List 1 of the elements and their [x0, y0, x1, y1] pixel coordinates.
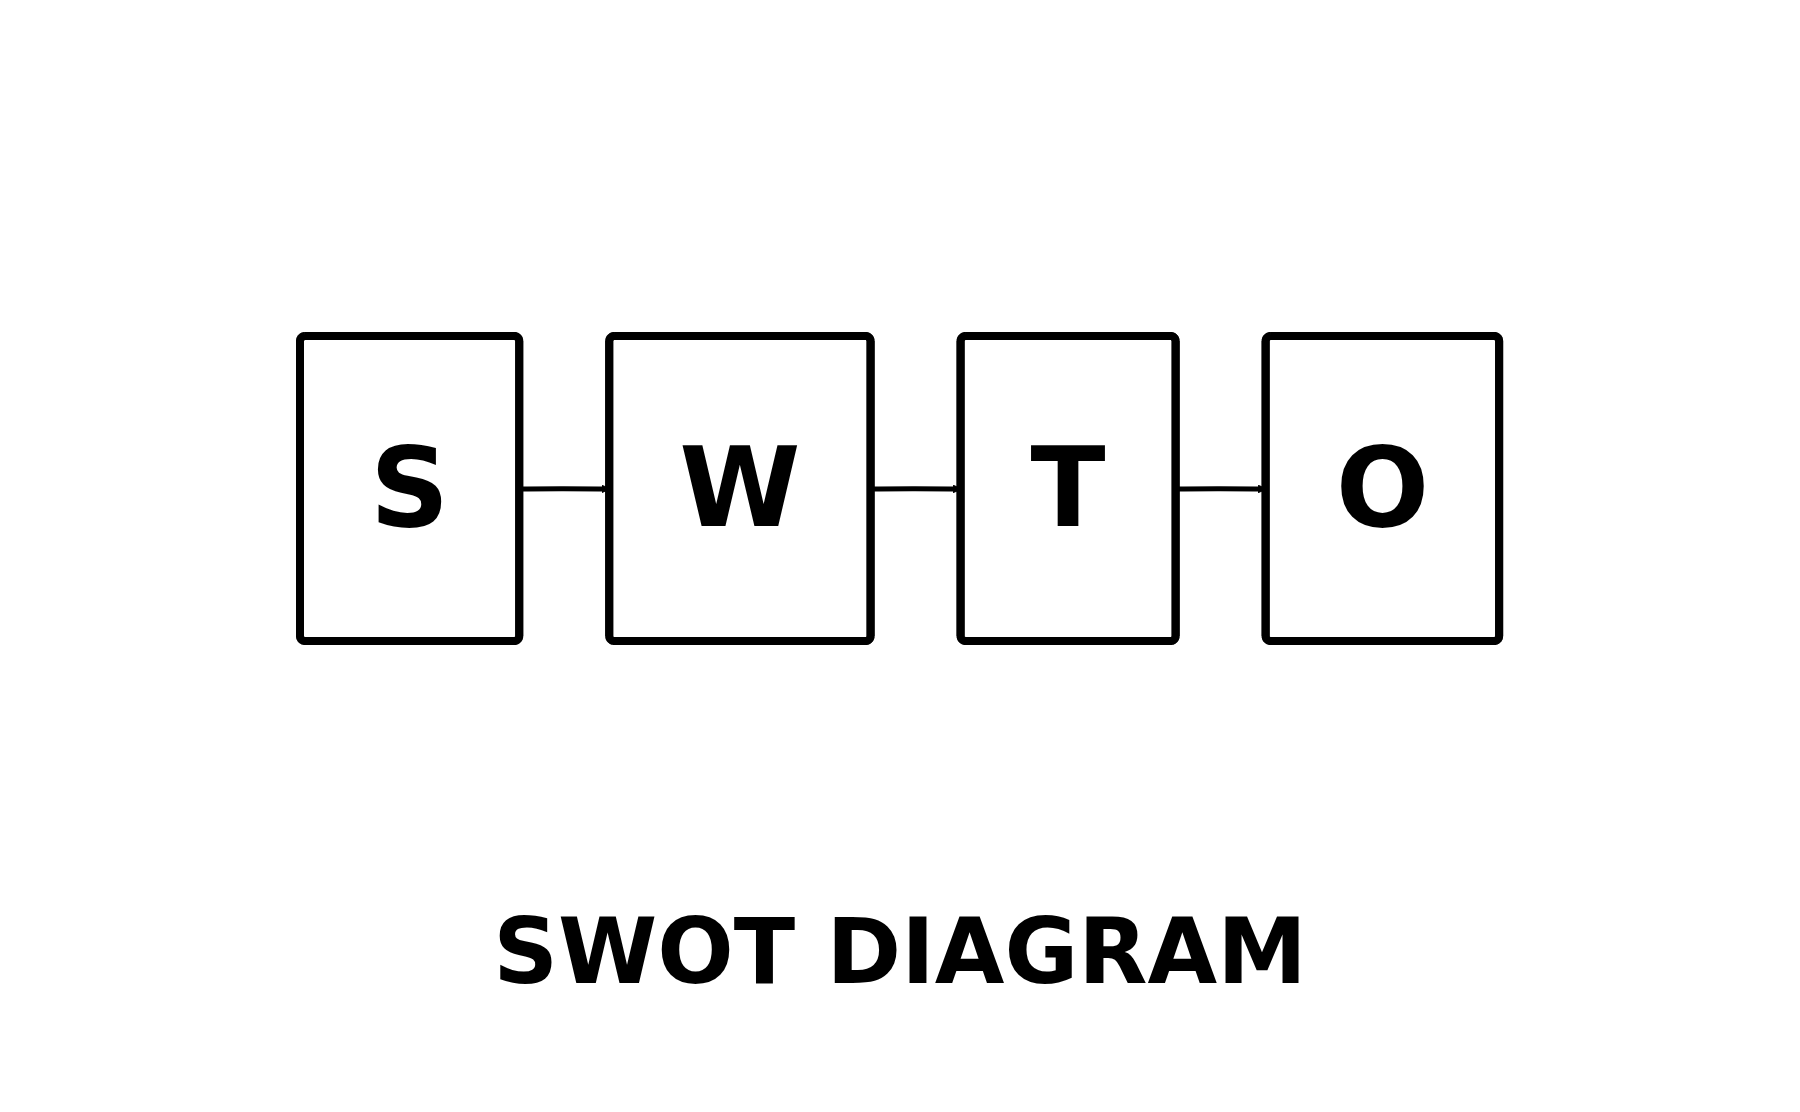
diagram-title: SWOT DIAGRAM — [493, 898, 1307, 1004]
